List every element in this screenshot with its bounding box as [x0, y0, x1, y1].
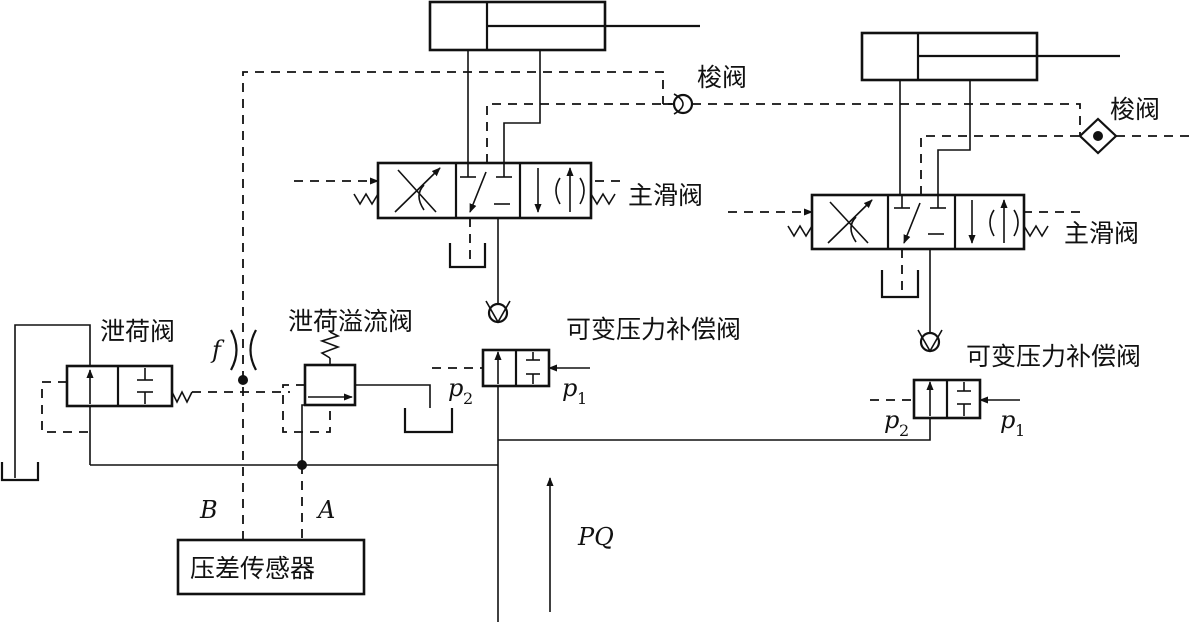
work-lines [448, 50, 971, 299]
label-pressure-sensor: 压差传感器 [190, 554, 315, 583]
svg-text:p: p [884, 406, 899, 434]
label-port-a: A [316, 496, 335, 524]
label-unloading-valve: 泄荷阀 [100, 317, 175, 346]
label-main-spool-valve-1: 主滑阀 [628, 181, 703, 210]
label-p1-right: p 1 [1000, 406, 1025, 440]
label-p1-left: p 1 [562, 374, 587, 408]
cylinder-right [860, 31, 1120, 82]
unloading-valve [0, 324, 290, 482]
cylinder-left [428, 0, 700, 52]
svg-text:2: 2 [463, 389, 473, 408]
svg-text:p: p [562, 374, 577, 402]
label-shuttle-valve-1: 梭阀 [697, 63, 747, 92]
svg-text:1: 1 [1015, 421, 1025, 440]
check-valve-left [485, 300, 511, 324]
main-spool-valve-right [787, 193, 1049, 251]
label-compensator-1: 可变压力补偿阀 [566, 315, 741, 344]
label-p2-left: p 2 [448, 374, 473, 408]
svg-text:1: 1 [577, 389, 587, 408]
svg-text:2: 2 [899, 421, 909, 440]
main-spool-valve-left [353, 161, 616, 220]
check-valve-right [917, 329, 943, 353]
label-shuttle-valve-2: 梭阀 [1110, 95, 1160, 124]
label-orifice-f: f [210, 336, 225, 364]
pilot-lines [242, 71, 1192, 540]
label-port-b: B [199, 496, 218, 524]
orifice-f [230, 329, 257, 385]
svg-text:p: p [1000, 406, 1015, 434]
shuttle-valve-right [1078, 117, 1118, 155]
label-unloading-relief-valve: 泄荷溢流阀 [288, 307, 413, 336]
label-supply-pq: PQ [577, 523, 614, 551]
svg-text:p: p [448, 374, 463, 402]
supply-lines [90, 218, 931, 622]
pressure-compensator-left [432, 348, 590, 388]
unloading-relief-valve [282, 331, 454, 465]
label-compensator-2: 可变压力补偿阀 [966, 342, 1141, 371]
pressure-compensator-right [870, 378, 1020, 420]
label-main-spool-valve-2: 主滑阀 [1064, 219, 1139, 248]
shuttle-valve-left [672, 93, 694, 115]
label-p2-right: p 2 [884, 406, 909, 440]
pressure-sensor-block [176, 465, 366, 596]
